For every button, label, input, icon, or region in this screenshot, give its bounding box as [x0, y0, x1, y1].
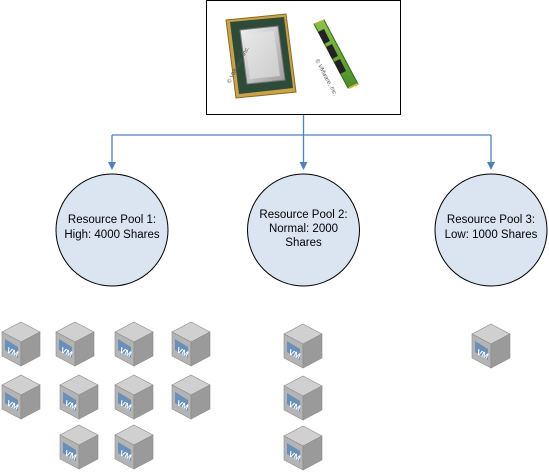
pool-3-line-2: Low: 1000 Shares	[445, 229, 538, 241]
vm-icon: VM	[1, 374, 41, 420]
pool-2-line-2: Normal: 2000	[269, 223, 338, 235]
resource-pool-1: Resource Pool 1: High: 4000 Shares	[55, 173, 169, 287]
pool-3-circle	[434, 173, 548, 287]
vm-icon: VM	[283, 323, 323, 369]
vm-icon: VM	[59, 374, 99, 420]
vm-icon: VM	[55, 321, 95, 367]
pool-1-circle	[55, 173, 169, 287]
pool-1-line-2: High: 4000 Shares	[64, 229, 160, 241]
ram-icon	[313, 19, 359, 89]
vm-icon: VM	[471, 323, 511, 369]
vm-icon: VM	[171, 321, 211, 367]
vm-icon: VM	[171, 374, 211, 420]
pool-2-circle	[247, 173, 360, 287]
vm-icon: VM	[114, 424, 154, 470]
resource-pool-3: Resource Pool 3: Low: 1000 Shares	[434, 173, 548, 287]
vm-icon: VM	[283, 375, 323, 421]
vm-icon: VM	[59, 424, 99, 470]
pool-2-line-3: Shares	[285, 237, 322, 249]
pool-3-line-1: Resource Pool 3:	[447, 214, 535, 226]
vm-icon: VM	[114, 321, 154, 367]
pool-1-line-1: Resource Pool 1:	[68, 214, 156, 226]
cpu-icon	[225, 13, 297, 99]
resource-pool-2: Resource Pool 2: Normal: 2000 Shares	[247, 173, 360, 287]
connector-lines	[108, 115, 495, 170]
vm-icon: VM	[283, 425, 323, 471]
pool-2-line-1: Resource Pool 2:	[259, 209, 347, 221]
hardware-box: © VMware, Inc. © VMware, Inc.	[206, 0, 401, 115]
vm-icon: VM	[1, 321, 41, 367]
vm-icon: VM	[114, 374, 154, 420]
